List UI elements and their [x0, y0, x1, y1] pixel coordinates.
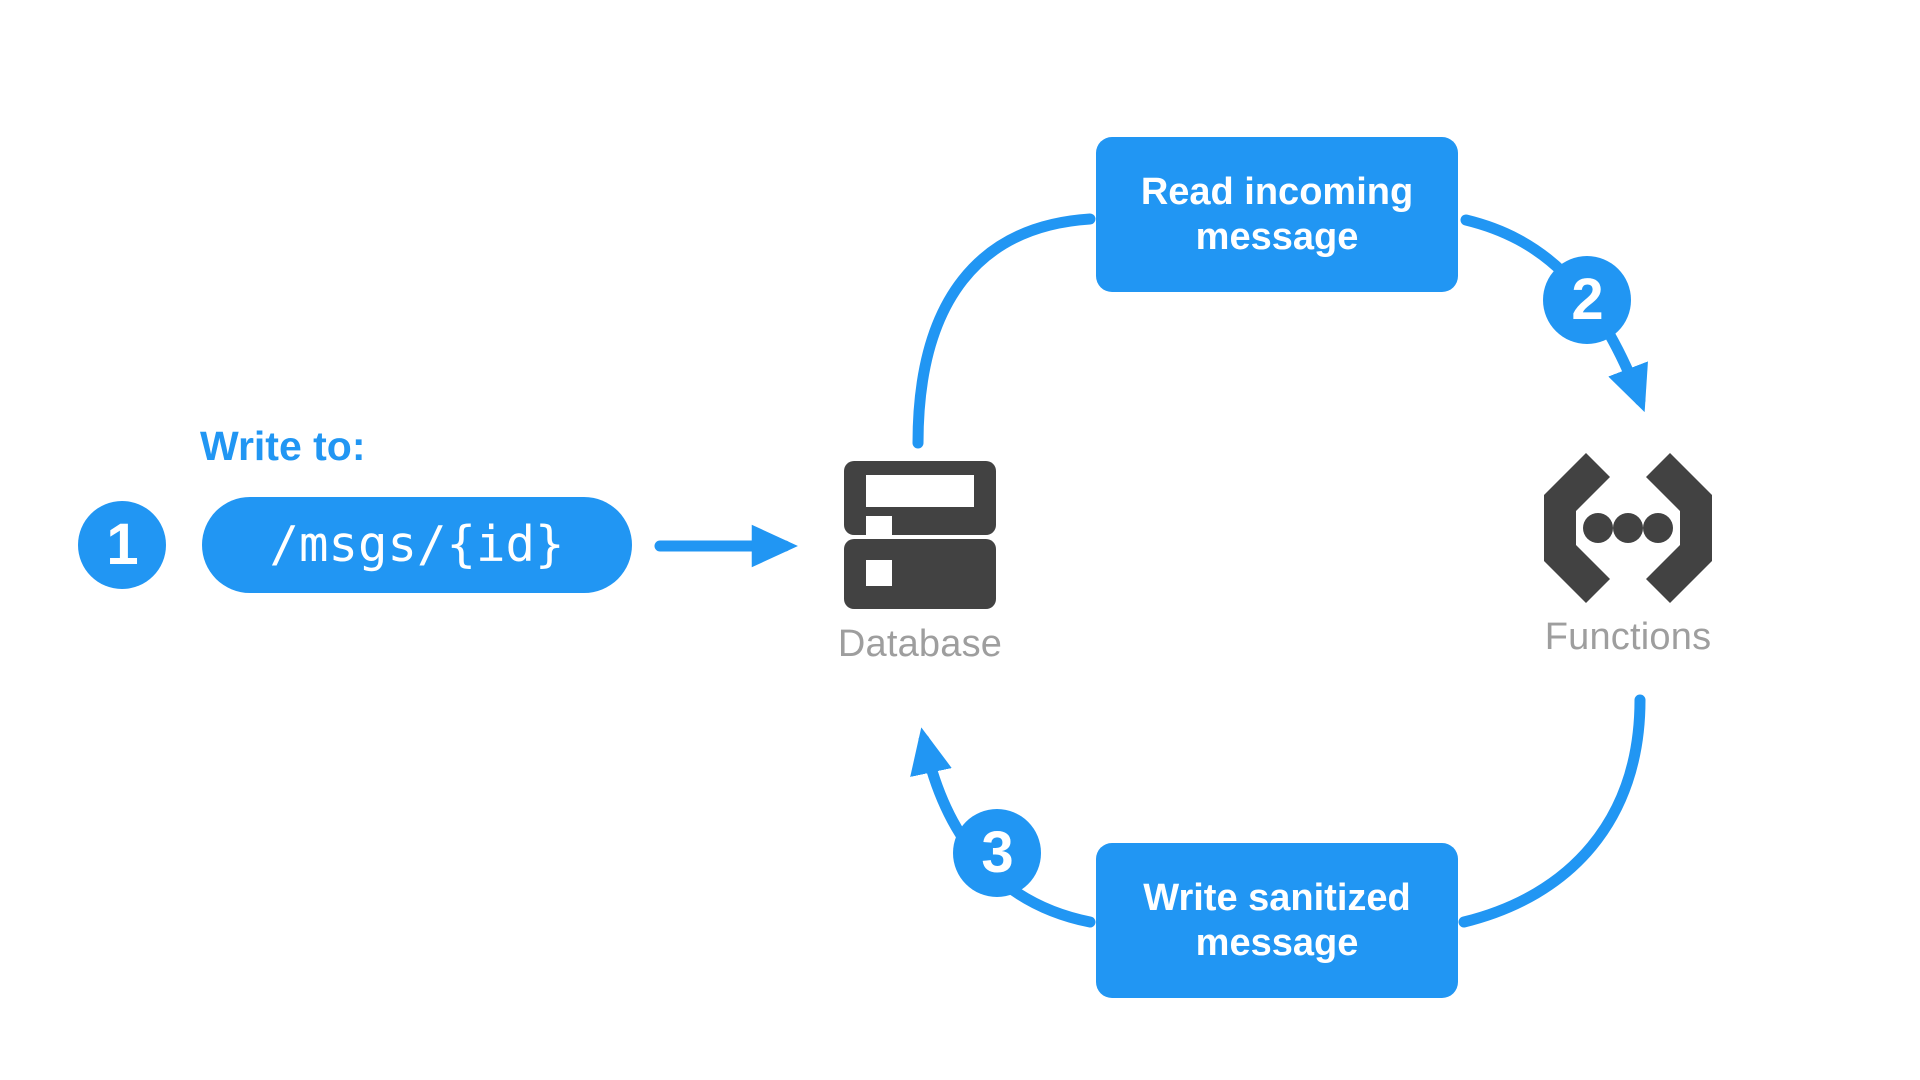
step-badge-3: 3: [953, 809, 1041, 897]
read-box-line-2: message: [1195, 215, 1359, 258]
write-to-label: Write to:: [200, 423, 366, 469]
step-badge-2: 2: [1543, 256, 1631, 344]
database-icon: [810, 455, 1030, 615]
write-box-line-2: message: [1195, 921, 1359, 964]
node-functions: Functions: [1518, 448, 1738, 659]
write-box-line-1: Write sanitized: [1143, 876, 1411, 919]
functions-label: Functions: [1544, 616, 1712, 658]
node-database: Database: [810, 455, 1030, 666]
read-box-line-1: Read incoming: [1140, 170, 1414, 213]
functions-braces-icon: [1518, 448, 1738, 608]
connector-functions-to-write-box: [1458, 694, 1646, 928]
database-label: Database: [837, 623, 1003, 665]
database-path-pill: /msgs/{id}: [202, 497, 632, 593]
action-box-read-incoming-message: Read incoming message: [1096, 137, 1458, 292]
action-box-write-sanitized-message: Write sanitized message: [1096, 843, 1458, 998]
step-badge-1: 1: [78, 501, 166, 589]
connector-database-to-read-box: [912, 213, 1096, 449]
